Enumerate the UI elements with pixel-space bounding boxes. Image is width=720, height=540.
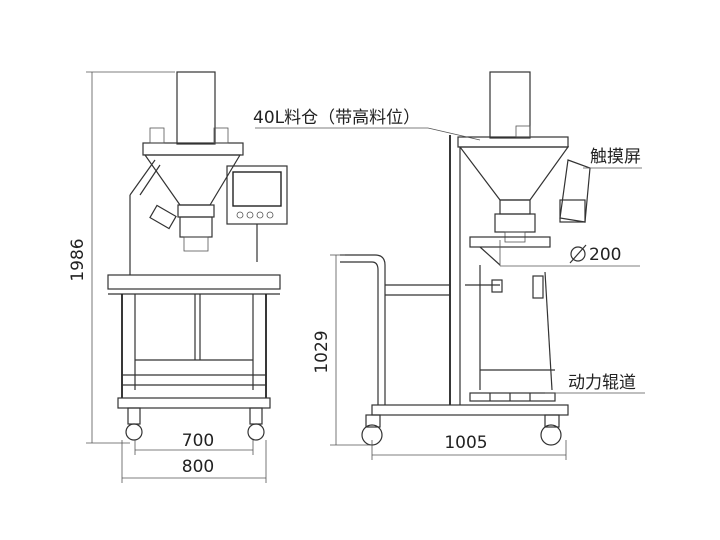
label-touch-screen: 触摸屏 [590, 147, 641, 167]
dim-inner-width: 700 [182, 431, 214, 451]
label-hopper: 40L料仓（带高料位） [253, 108, 420, 128]
dim-total-height: 1986 [68, 238, 88, 281]
dim-side-length: 1005 [444, 433, 487, 453]
front-view [107, 71, 288, 441]
dim-side-height: 1029 [312, 330, 332, 373]
label-roller-conveyor: 动力辊道 [568, 373, 636, 393]
dim-total-width: 800 [182, 457, 214, 477]
front-dimensions [86, 71, 267, 483]
side-view [340, 71, 591, 446]
callout-leaders [255, 127, 645, 394]
side-dimensions [330, 254, 567, 460]
diameter-icon [569, 244, 587, 264]
label-diameter: 200 [589, 245, 621, 265]
